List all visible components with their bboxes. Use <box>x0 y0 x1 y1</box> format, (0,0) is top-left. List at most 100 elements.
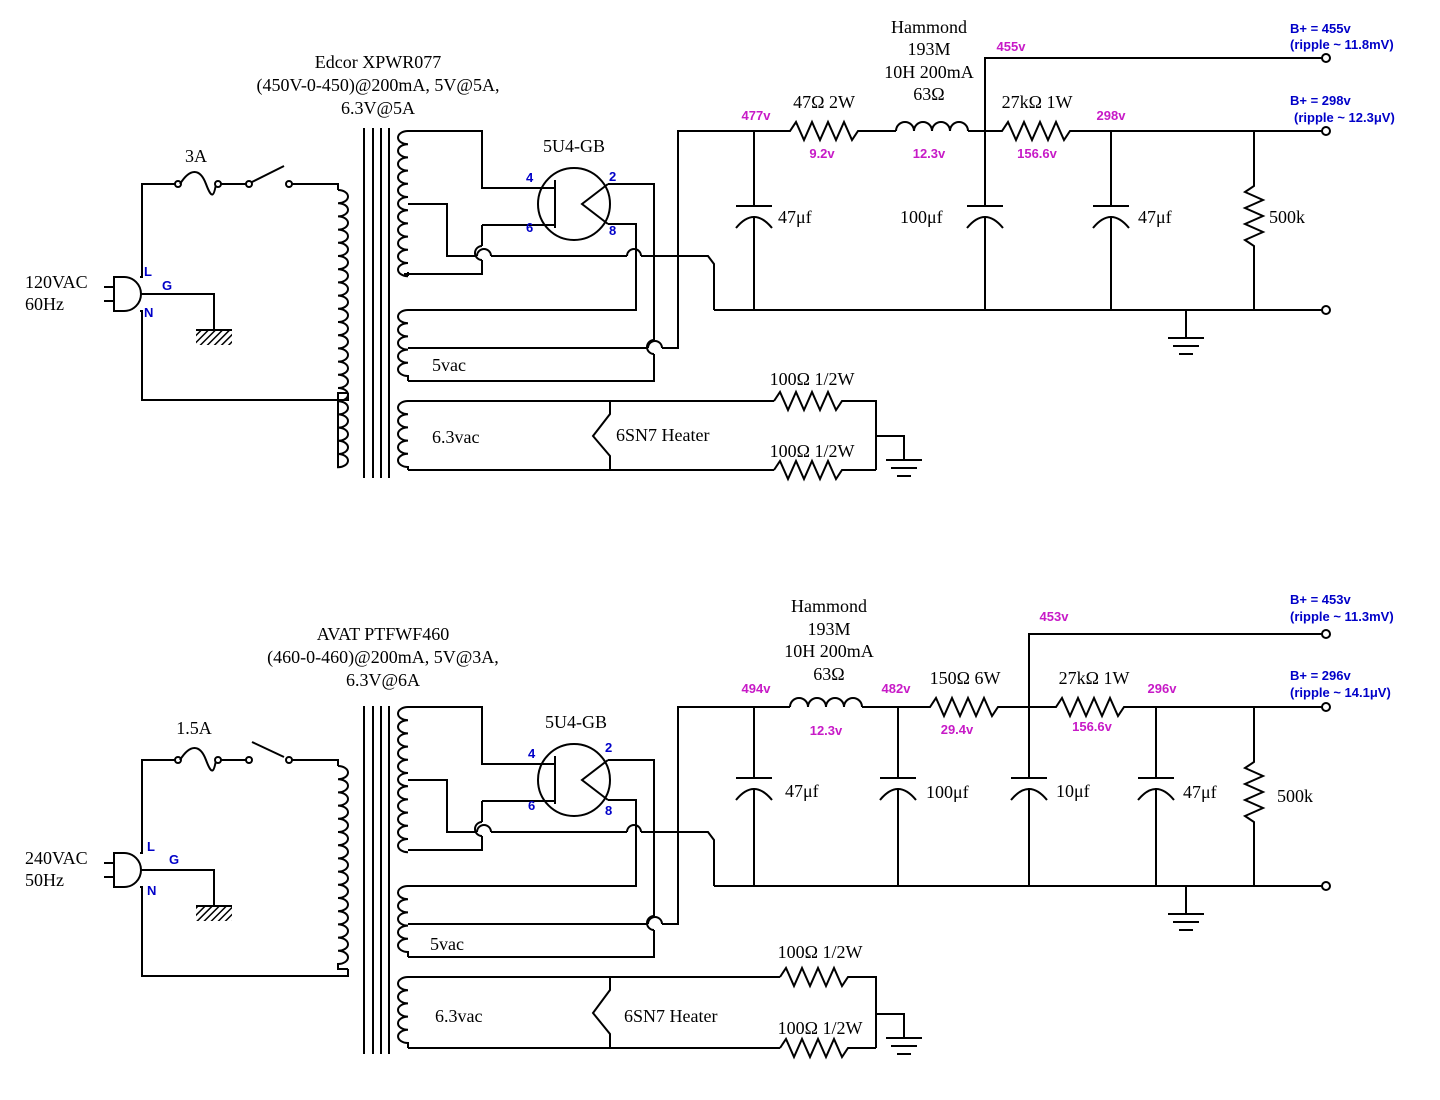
node-3-voltage: 298v <box>1097 108 1127 123</box>
output-1-ripple: (ripple ~ 11.3mV) <box>1290 609 1394 624</box>
6v3-label: 6.3vac <box>432 427 479 447</box>
transformer-spec-2: 6.3V@5A <box>341 98 415 118</box>
pin-l: L <box>144 264 152 279</box>
transformer-core-icon <box>363 706 390 1054</box>
r2-label: 27kΩ 1W <box>1002 92 1073 112</box>
hv-secondary-coil-icon <box>397 130 409 278</box>
output-2-ripple: (ripple ~ 14.1μV) <box>1290 685 1391 700</box>
heater-ground-icon <box>886 459 922 477</box>
bleeder-resistor-icon <box>1242 707 1266 886</box>
chassis-ground-icon <box>1168 337 1204 355</box>
cap-4-icon <box>1137 707 1175 886</box>
heater-filament-icon <box>591 401 611 470</box>
tube-pin-2: 2 <box>605 740 612 755</box>
heater-filament-icon <box>591 977 611 1048</box>
r1-label: 150Ω 6W <box>930 668 1001 688</box>
heater-resistor-1-label: 100Ω 1/2W <box>770 369 855 389</box>
choke-line-3: 10H 200mA <box>784 641 874 661</box>
output-1-voltage: B+ = 453v <box>1290 592 1351 607</box>
cap-2-icon <box>879 707 917 886</box>
choke-drop: 12.3v <box>913 146 946 161</box>
mains-frequency: 60Hz <box>25 294 64 314</box>
pin-n: N <box>144 305 153 320</box>
heater-secondary-coil-icon <box>397 976 409 1048</box>
pin-g: G <box>162 278 172 293</box>
transformer-spec-2: 6.3V@6A <box>346 670 420 690</box>
cap-3-icon <box>1010 707 1048 886</box>
node-3-voltage: 296v <box>1148 681 1178 696</box>
cap-3-label: 47μf <box>1138 207 1172 227</box>
output-2-voltage: B+ = 298v <box>1290 93 1351 108</box>
transformer-name: Edcor XPWR077 <box>315 52 441 72</box>
choke-drop: 12.3v <box>810 723 843 738</box>
heater-resistor-2-icon <box>779 1036 876 1060</box>
mains-plug-icon <box>104 276 142 312</box>
pin-l: L <box>147 839 155 854</box>
output-2-ripple: (ripple ~ 12.3μV) <box>1294 110 1395 125</box>
node-2-voltage: 453v <box>1040 609 1070 624</box>
choke-line-1: Hammond <box>791 596 867 616</box>
output-terminal-1[interactable] <box>1321 53 1331 63</box>
bleeder-resistor-icon <box>1242 131 1266 310</box>
rectifier-tube-icon <box>537 743 611 817</box>
heater-resistor-2-icon <box>773 458 876 482</box>
cap-1-label: 47μf <box>778 207 812 227</box>
primary-coil-icon <box>337 765 349 970</box>
circuit-bottom: AVAT PTFWF460 (460-0-460)@200mA, 5V@3A, … <box>25 592 1394 1060</box>
5v-secondary-coil-icon <box>397 885 409 957</box>
transformer-name: AVAT PTFWF460 <box>317 624 450 644</box>
node-1-voltage: 477v <box>742 108 772 123</box>
cap-1-icon <box>735 131 773 310</box>
fuse-icon <box>174 171 222 196</box>
cap-2-label: 100μf <box>926 782 969 802</box>
fuse-icon <box>174 747 222 772</box>
heater-resistor-1-label: 100Ω 1/2W <box>778 942 863 962</box>
heater-resistor-2-label: 100Ω 1/2W <box>778 1018 863 1038</box>
output-terminal-2[interactable] <box>1321 702 1331 712</box>
node-2-voltage: 455v <box>997 39 1027 54</box>
tube-pin-4: 4 <box>526 170 534 185</box>
output-1-ripple: (ripple ~ 11.8mV) <box>1290 37 1394 52</box>
mains-frequency: 50Hz <box>25 870 64 890</box>
cap-1-label: 47μf <box>785 781 819 801</box>
output-terminal-ground[interactable] <box>1321 881 1331 891</box>
choke-line-4: 63Ω <box>813 664 844 684</box>
heater-resistor-1-icon <box>773 389 877 470</box>
r1-drop: 9.2v <box>809 146 835 161</box>
tube-name: 5U4-GB <box>543 136 605 156</box>
r1-drop: 29.4v <box>941 722 974 737</box>
r2-label: 27kΩ 1W <box>1059 668 1130 688</box>
tube-pin-8: 8 <box>609 223 616 238</box>
output-terminal-2[interactable] <box>1321 126 1331 136</box>
cap-3-icon <box>1092 131 1130 310</box>
choke-line-4: 63Ω <box>913 84 944 104</box>
cap-3-label: 10μf <box>1056 781 1090 801</box>
choke-icon <box>895 121 969 132</box>
chassis-ground-icon <box>1168 913 1204 931</box>
6v3-label: 6.3vac <box>435 1006 482 1026</box>
tube-pin-4: 4 <box>528 746 536 761</box>
pin-n: N <box>147 883 156 898</box>
heater-ground-icon <box>886 1037 922 1055</box>
output-terminal-ground[interactable] <box>1321 305 1331 315</box>
choke-line-2: 193M <box>807 619 850 639</box>
node-0-voltage: 494v <box>742 681 772 696</box>
output-terminal-1[interactable] <box>1321 629 1331 639</box>
primary-coil-icon <box>337 189 349 469</box>
tube-pin-6: 6 <box>528 798 535 813</box>
heater-resistor-1-icon <box>779 965 877 1048</box>
tube-pin-2: 2 <box>609 169 616 184</box>
pin-g: G <box>169 852 179 867</box>
choke-icon <box>789 697 863 708</box>
tube-pin-6: 6 <box>526 220 533 235</box>
cap-4-label: 47μf <box>1183 782 1217 802</box>
mains-plug-icon <box>104 852 142 888</box>
earth-ground-icon <box>196 905 232 921</box>
transformer-spec-1: (450V-0-450)@200mA, 5V@5A, <box>257 75 500 96</box>
node-1-voltage: 482v <box>882 681 912 696</box>
bleeder-label: 500k <box>1269 207 1305 227</box>
tube-name: 5U4-GB <box>545 712 607 732</box>
mains-voltage: 240VAC <box>25 848 88 868</box>
heater-secondary-coil-icon <box>397 400 409 470</box>
